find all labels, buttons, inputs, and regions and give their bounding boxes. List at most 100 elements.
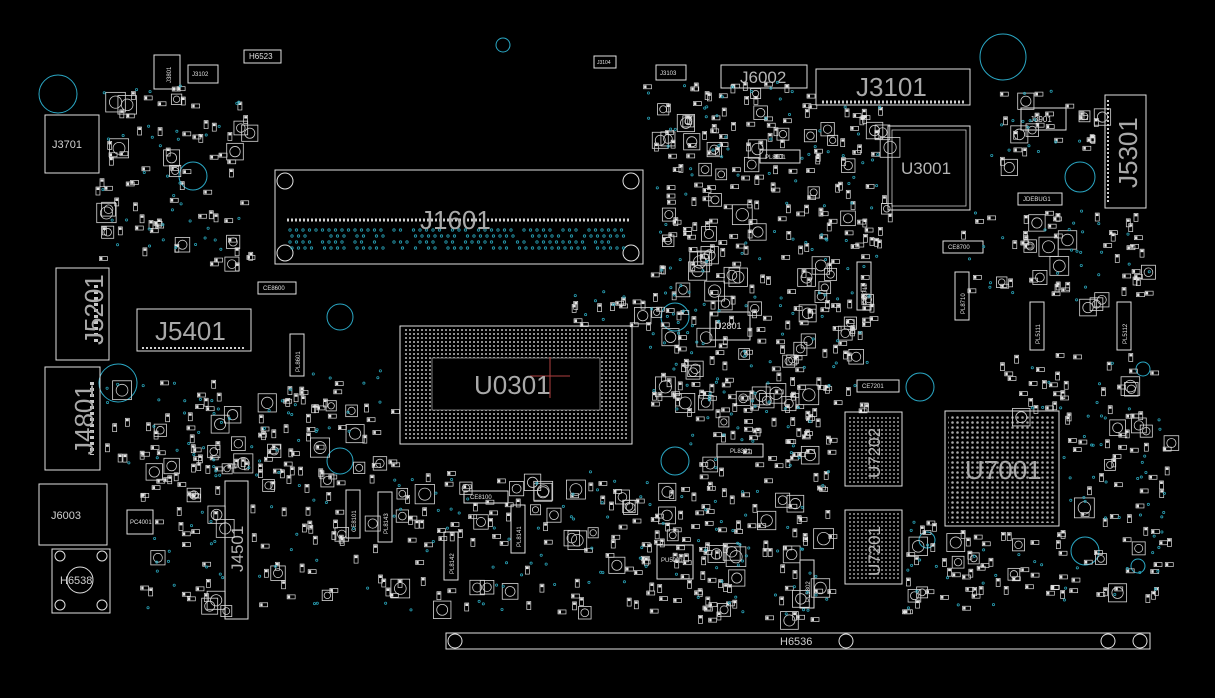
hole-h6536: H6536 xyxy=(445,632,1151,650)
solder-pad xyxy=(1036,123,1040,127)
passive-part xyxy=(195,404,204,409)
passive-part xyxy=(710,300,716,310)
solder-pad xyxy=(1035,113,1039,117)
via xyxy=(1059,406,1063,410)
ic-part xyxy=(546,507,562,523)
via xyxy=(106,137,110,141)
via xyxy=(758,257,762,261)
solder-pad xyxy=(861,276,865,279)
passive-part xyxy=(727,584,732,593)
passive-part xyxy=(1151,590,1156,600)
via xyxy=(376,376,380,380)
passive-part xyxy=(286,475,292,484)
passive-part xyxy=(882,195,887,204)
via xyxy=(433,234,437,238)
via xyxy=(1011,291,1015,295)
via xyxy=(767,400,771,404)
via xyxy=(492,526,496,530)
solder-pad xyxy=(264,569,268,573)
via xyxy=(270,505,274,509)
passive-part xyxy=(691,316,697,325)
solder-pad xyxy=(197,393,201,397)
via xyxy=(1036,150,1040,154)
part-outline xyxy=(826,270,835,279)
solder-pad xyxy=(1107,362,1111,366)
solder-pad xyxy=(152,486,156,489)
solder-pad xyxy=(182,592,186,596)
solder-pad xyxy=(723,337,727,340)
via xyxy=(161,238,165,242)
solder-pad xyxy=(154,431,158,435)
passive-part xyxy=(762,548,768,557)
solder-pad xyxy=(864,234,867,238)
passive-part xyxy=(1020,567,1030,573)
passive-part xyxy=(1000,362,1005,372)
via xyxy=(235,101,239,105)
solder-pad xyxy=(126,182,130,186)
solder-pad xyxy=(259,415,263,418)
solder-pad xyxy=(677,312,681,315)
via xyxy=(720,579,724,583)
part-outline xyxy=(809,188,818,197)
part-outline xyxy=(700,397,711,408)
passive-part xyxy=(774,154,784,159)
passive-part xyxy=(961,230,966,240)
via xyxy=(672,293,676,297)
part-outline xyxy=(1035,272,1045,283)
solder-pad xyxy=(781,346,784,349)
via xyxy=(359,228,364,232)
ic-part xyxy=(563,529,581,547)
via xyxy=(743,354,747,358)
via xyxy=(744,304,748,308)
solder-pad xyxy=(726,602,730,606)
via xyxy=(731,529,735,533)
chip-u7201: U7201 xyxy=(844,509,903,585)
passive-part xyxy=(1133,213,1139,222)
passive-part xyxy=(214,257,224,263)
solder-pad xyxy=(287,476,291,479)
via xyxy=(478,234,483,238)
solder-pad xyxy=(834,345,838,349)
solder-pad xyxy=(1053,392,1057,396)
passive-part xyxy=(666,185,676,190)
label-j5401: J5401 xyxy=(155,316,226,346)
ic-part xyxy=(1093,108,1112,126)
part-outline xyxy=(99,206,113,220)
solder-pad xyxy=(1055,138,1058,142)
passive-part xyxy=(973,534,983,540)
passive-part xyxy=(773,165,778,175)
part-outline xyxy=(1092,299,1101,309)
via xyxy=(606,515,610,519)
via xyxy=(294,240,299,244)
passive-part xyxy=(831,259,840,264)
passive-part xyxy=(646,321,651,331)
part-outline xyxy=(851,351,862,362)
part-outline xyxy=(717,170,726,179)
via xyxy=(705,259,709,263)
solder-pad xyxy=(1140,489,1144,493)
via xyxy=(981,581,985,585)
via xyxy=(1098,382,1102,386)
passive-part xyxy=(975,219,984,224)
solder-pad xyxy=(696,417,700,421)
solder-pad xyxy=(972,594,976,598)
passive-part xyxy=(810,617,820,622)
via xyxy=(504,234,509,238)
via xyxy=(685,383,689,387)
label-pl5112: PL5112 xyxy=(1123,323,1129,344)
solder-pad xyxy=(682,538,686,542)
passive-part xyxy=(762,315,772,321)
passive-part xyxy=(747,229,753,239)
via xyxy=(556,234,561,238)
solder-pad xyxy=(749,220,752,224)
passive-part xyxy=(681,486,690,492)
passive-part xyxy=(806,93,816,99)
part-outline xyxy=(1053,259,1066,273)
ic-part xyxy=(201,597,219,615)
passive-part xyxy=(711,124,717,133)
via xyxy=(192,453,196,457)
via xyxy=(548,228,552,232)
via xyxy=(791,311,795,315)
passive-part xyxy=(774,463,784,469)
part-outline xyxy=(710,548,723,560)
